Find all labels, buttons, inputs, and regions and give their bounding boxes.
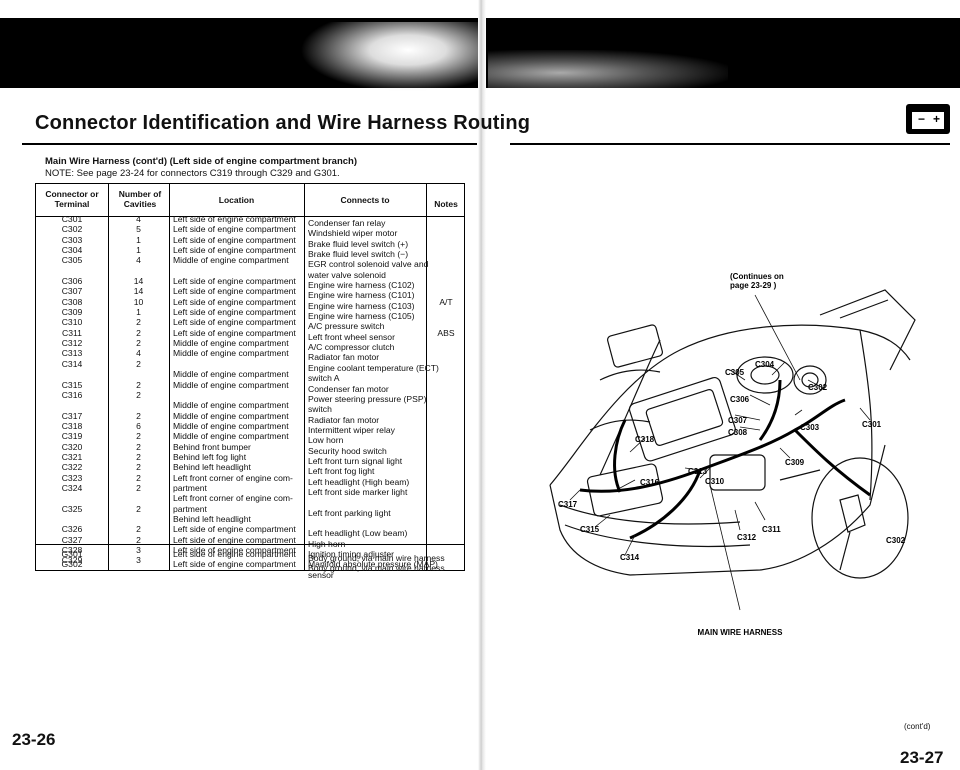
connector-label: C305 (725, 368, 745, 377)
connector-column: C301 C302 C303 C304 C305 C306 C307 C308 … (61, 214, 83, 566)
connector-table: Connector or Terminal Number of Cavities… (35, 183, 465, 580)
page-number-right: 23-27 (900, 748, 944, 767)
header-connects: Connects to (340, 195, 390, 205)
header-connector: Connector or Terminal (45, 189, 99, 209)
ground-location-column: Left side of engine compartment Left sid… (173, 549, 296, 570)
note-abs: ABS (437, 328, 455, 338)
connector-label: C311 (762, 525, 781, 534)
page-title: Connector Identification and Wire Harnes… (35, 112, 531, 134)
harness-label: MAIN WIRE HARNESS (698, 628, 784, 637)
connector-label: C316 (640, 478, 660, 487)
connector-label: C302 (886, 536, 906, 545)
connector-label: C315 (580, 525, 600, 534)
scan-smudge (300, 22, 480, 92)
connector-label: C307 (728, 416, 748, 425)
connector-label: C312 (737, 533, 757, 542)
connector-label: C308 (728, 428, 748, 437)
connector-label: C303 (800, 423, 820, 432)
continues-label: (Continues on page 23-29 ) (730, 272, 786, 290)
battery-icon: − + (906, 104, 950, 134)
connector-label: C306 (730, 395, 750, 404)
connector-label: C318 (635, 435, 655, 444)
connector-label: C314 (620, 553, 640, 562)
engine-compartment-diagram: (Continues on page 23-29 ) C304C305C302C… (549, 272, 916, 637)
section-subtitle: Main Wire Harness (cont'd) (Left side of… (45, 156, 358, 167)
header-notes: Notes (434, 199, 458, 209)
ground-connects-column: Body ground, via main wire harness Body … (308, 553, 445, 574)
book-gutter (478, 0, 486, 770)
cavities-column: 4 5 1 1 4 14 14 10 1 2 2 2 4 2 2 2 2 6 2… (133, 214, 144, 566)
scan-smudge (488, 50, 728, 88)
ground-connector-column: G301 G302 (61, 549, 83, 570)
connector-label: C309 (785, 458, 805, 467)
connector-label: C302 (808, 383, 828, 392)
connector-label: C304 (755, 360, 775, 369)
section-note: NOTE: See page 23-24 for connectors C319… (45, 168, 340, 179)
location-column: Left side of engine compartment Left sid… (173, 214, 296, 555)
right-rule (510, 143, 950, 145)
page-number-left: 23-26 (12, 730, 56, 749)
connector-label: C310 (705, 477, 725, 486)
connector-label: C317 (558, 500, 578, 509)
note-at: A/T (439, 297, 453, 307)
connector-label: C313 (688, 467, 708, 476)
connector-label: C301 (862, 420, 882, 429)
header-cavities: Number of Cavities (118, 189, 162, 209)
header-location: Location (218, 195, 255, 205)
connects-column: Condenser fan relay Windshield wiper mot… (308, 218, 439, 580)
continued-note: (cont'd) (904, 722, 931, 731)
title-rule (22, 143, 477, 145)
